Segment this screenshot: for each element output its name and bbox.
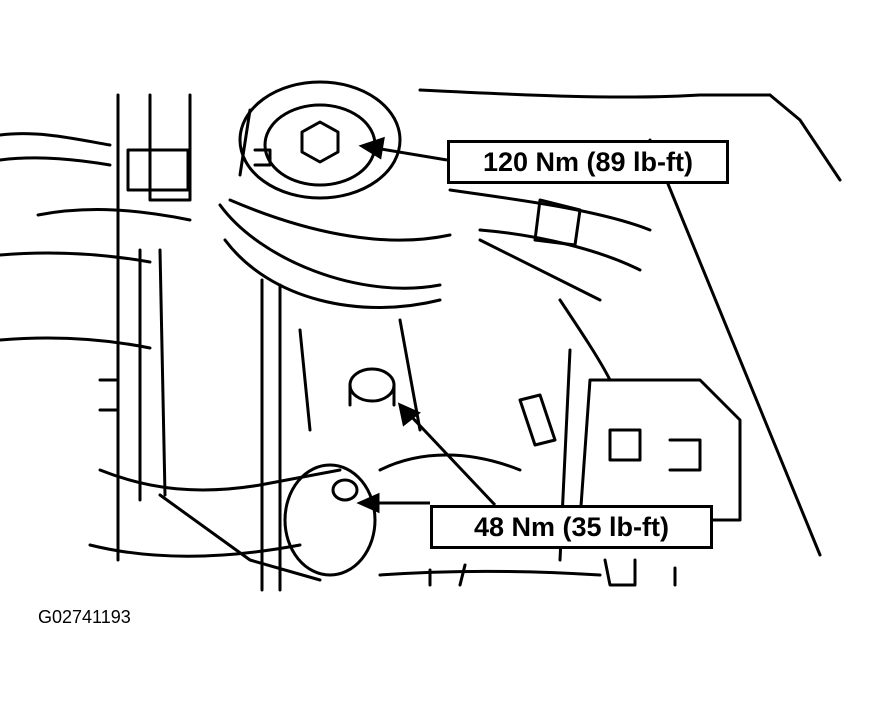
lower-bolt-shank — [348, 383, 396, 407]
lower-strut — [158, 493, 322, 582]
bracket-strut-2 — [158, 248, 167, 497]
mount-stud — [253, 148, 272, 167]
right-bolt — [608, 428, 642, 462]
upper-torque-callout: 120 Nm (89 lb-ft) — [447, 140, 729, 184]
frame-bar-left-3 — [0, 336, 152, 350]
hose-lower — [558, 298, 612, 382]
right-bracket — [518, 393, 557, 447]
mount-arm-3 — [228, 198, 452, 242]
mount-tilt — [238, 108, 252, 177]
bracket-left-inner — [148, 93, 192, 202]
mount-arm-2 — [223, 238, 442, 309]
mount-housing-inner — [263, 103, 377, 187]
bracket-rib — [98, 378, 120, 412]
bottom-line — [378, 569, 602, 577]
mount-arm — [218, 203, 442, 290]
upper-arrow-head — [358, 136, 385, 160]
hose-connector — [533, 198, 582, 247]
lower-bracket-2 — [88, 543, 302, 558]
lower-arrow-head-1 — [397, 402, 421, 427]
bracket-block — [126, 148, 190, 192]
mount-housing — [238, 80, 402, 200]
frame-bar-left — [36, 208, 192, 222]
upper-torque-text: 120 Nm (89 lb-ft) — [482, 146, 694, 177]
right-housing — [578, 378, 742, 522]
right-stud — [668, 438, 702, 472]
bottom-tick-3 — [603, 558, 637, 587]
center-tube — [298, 328, 312, 432]
lower-bolt-head — [348, 367, 396, 403]
lower-bushing — [283, 463, 377, 577]
frame-edge-left-lower — [0, 156, 112, 167]
figure-id: G02741193 — [38, 607, 131, 627]
engine-block-top — [418, 88, 772, 99]
engine-side-2 — [478, 228, 642, 272]
engine-block-diagonal — [648, 138, 822, 557]
frame-edge-left — [0, 132, 112, 147]
lower-torque-callout: 48 Nm (35 lb-ft) — [430, 505, 713, 549]
frame-bar-left-2 — [0, 251, 152, 264]
mount-bolt-upper — [300, 120, 340, 164]
lower-leader-line-1 — [406, 411, 497, 507]
engine-block-right — [768, 93, 842, 182]
lower-arrow-head-2 — [356, 492, 380, 514]
engine-side — [448, 188, 652, 232]
hose-upper — [478, 238, 602, 302]
lower-torque-text: 48 Nm (35 lb-ft) — [473, 511, 670, 542]
bottom-tick-2 — [458, 563, 467, 587]
lower-bushing-nut — [331, 478, 359, 502]
lower-bracket — [98, 468, 342, 492]
upper-leader-line — [374, 146, 448, 162]
